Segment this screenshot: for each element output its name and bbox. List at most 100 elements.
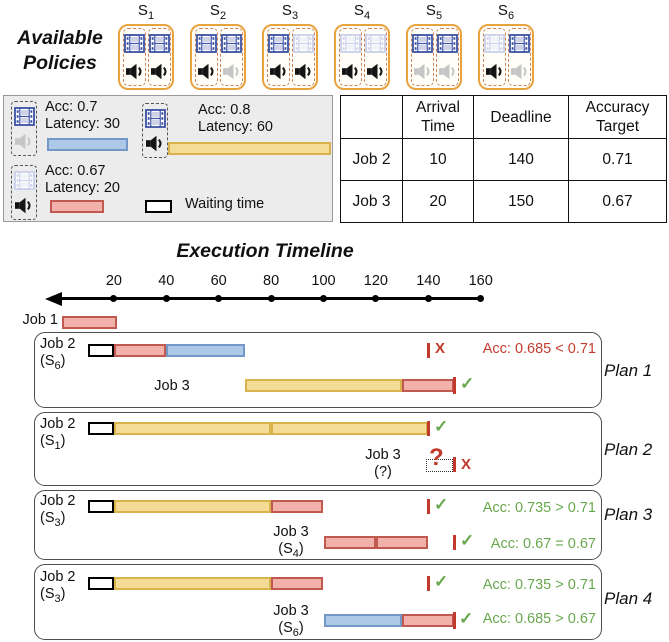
axis-arrow-icon (45, 291, 62, 306)
bar-red (61, 316, 117, 329)
legend-bar-red (50, 200, 104, 213)
bar-wait (87, 344, 114, 357)
policy-name-s1: S1 (137, 2, 155, 22)
speaker-icon (125, 63, 145, 80)
result-text: Acc: 0.685 > 0.67 (482, 611, 596, 627)
table-header-cell: Deadline (473, 95, 569, 139)
film-icon-disabled (293, 34, 314, 53)
policy-slot (508, 28, 531, 86)
job-label: Job 2(S1) (40, 416, 76, 452)
bar-yellow (244, 379, 403, 392)
table-cell: 0.71 (568, 138, 667, 181)
axis-tick-dot (424, 294, 432, 302)
table-cell: Job 3 (340, 180, 403, 223)
speaker-icon (150, 63, 170, 80)
legend-model-icon (142, 103, 168, 158)
plan-box-2 (34, 412, 602, 486)
pass-check-icon: ✓ (460, 374, 475, 393)
speaker-icon-disabled (438, 63, 458, 80)
unscheduled-placeholder (426, 459, 453, 472)
plan-label-2: Plan 2 (604, 440, 653, 459)
legend-model-icon (11, 165, 37, 220)
available-policies-line1: Available (17, 27, 103, 49)
plan-box-4 (34, 564, 602, 640)
axis-tick-dot (477, 294, 485, 302)
job-label: Job 3(S4) (273, 524, 309, 560)
deadline-marker (453, 612, 456, 629)
deadline-marker (426, 499, 430, 514)
job-label: Job 2(S6) (40, 336, 76, 372)
axis-tick-dot (320, 294, 327, 302)
policy-name-s4: S4 (353, 2, 371, 22)
legend-line2: Latency: 60 (198, 119, 273, 135)
legend-line1: Acc: 0.8 (198, 102, 251, 118)
speaker-icon (294, 63, 314, 80)
speaker-icon-disabled (222, 63, 242, 80)
bar-red (402, 379, 455, 392)
plan-label-4: Plan 4 (604, 589, 653, 608)
plan-label-3: Plan 3 (604, 505, 653, 524)
axis-tick-label: 20 (105, 273, 122, 289)
table-cell: 20 (402, 180, 474, 223)
film-icon (437, 34, 458, 53)
policy-name-s2: S2 (209, 2, 227, 22)
policy-slot (411, 28, 434, 86)
job1-label: Job 1 (22, 312, 58, 328)
film-icon (268, 34, 289, 53)
axis-tick-dot (267, 294, 275, 302)
axis-tick-dot (215, 294, 223, 302)
film-icon-disabled (365, 34, 386, 53)
policy-slot (339, 28, 362, 86)
policy-slot (364, 28, 387, 86)
pass-check-icon: ✓ (434, 572, 449, 591)
deadline-marker (426, 421, 430, 436)
policy-slot (220, 28, 243, 86)
bar-red (113, 344, 167, 357)
pass-check-icon: ✓ (460, 531, 475, 550)
axis-tick-label: 120 (363, 273, 388, 289)
legend-line1: Waiting time (185, 196, 265, 212)
plan-box-1 (34, 332, 602, 408)
plan-box-3 (34, 490, 602, 560)
bar-red (271, 500, 324, 513)
film-icon (144, 109, 166, 128)
policy-box-s5 (406, 24, 462, 90)
execution-timeline-title: Execution Timeline (176, 240, 354, 262)
result-text: Acc: 0.735 > 0.71 (482, 500, 596, 516)
policy-slot (148, 28, 171, 86)
policy-box-s4 (334, 24, 390, 90)
film-icon (13, 107, 35, 126)
axis-tick-label: 100 (311, 273, 336, 289)
policy-name-s5: S5 (425, 2, 443, 22)
bar-red (323, 536, 376, 549)
speaker-icon-disabled (413, 63, 433, 80)
bar-yellow (113, 577, 272, 590)
job-label: Job 2(S3) (40, 493, 76, 529)
policy-slot (483, 28, 506, 86)
policy-slot (123, 28, 146, 86)
table-header-cell (340, 95, 403, 139)
film-icon (196, 34, 217, 53)
film-icon (124, 34, 145, 53)
legend-text: Waiting time (185, 196, 264, 213)
table-cell: 150 (473, 180, 569, 223)
film-icon (149, 34, 170, 53)
table-cell: 0.67 (568, 180, 667, 223)
deadline-marker (453, 377, 456, 394)
film-icon (412, 34, 433, 53)
job-label: Job 3(?) (365, 447, 401, 480)
policy-slot (436, 28, 459, 86)
bar-wait (87, 500, 114, 513)
fail-x-icon: X (435, 340, 446, 357)
bar-yellow (113, 422, 272, 435)
speaker-icon (269, 63, 289, 80)
plan-label-1: Plan 1 (604, 361, 653, 380)
bar-red (271, 577, 324, 590)
film-icon (509, 34, 530, 53)
bar-yellow (271, 422, 429, 435)
pass-check-icon: ✓ (459, 609, 474, 628)
